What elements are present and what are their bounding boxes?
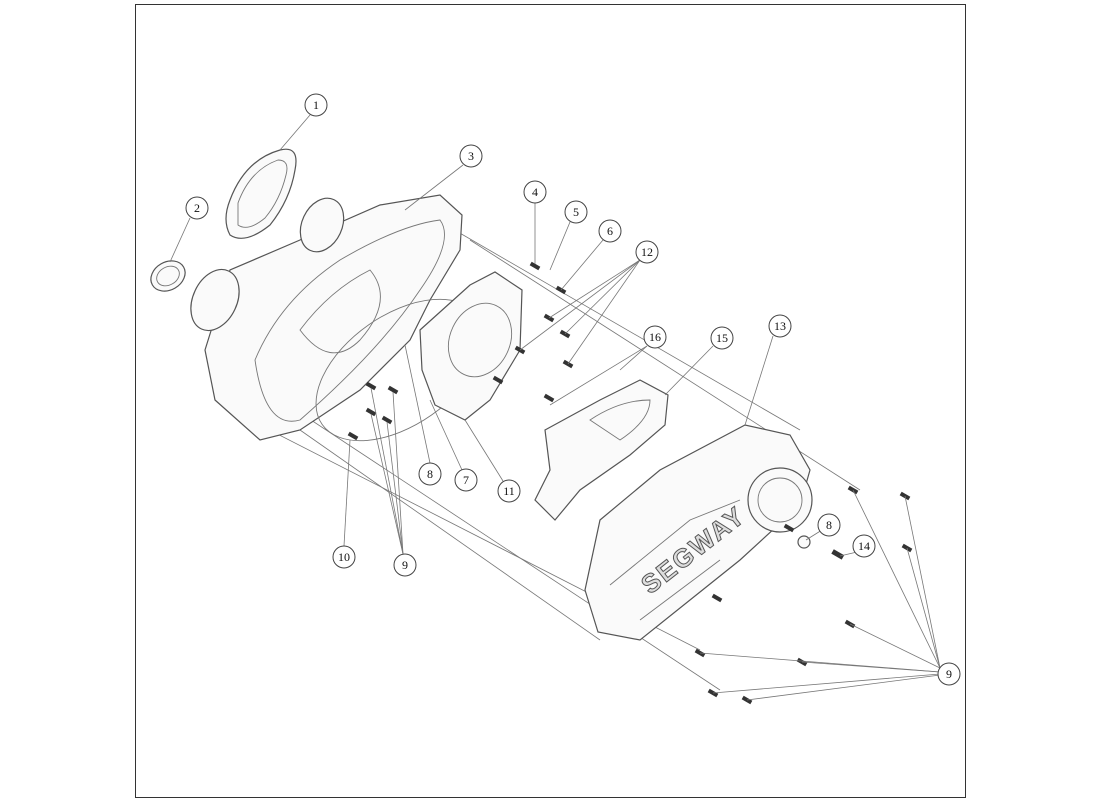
svg-text:10: 10 [338, 550, 350, 564]
middle-plate [419, 271, 523, 421]
callout-9-right: 9 [937, 662, 961, 686]
belt-guide [534, 379, 669, 521]
callouts: 1 2 3 4 5 6 12 16 15 13 8 7 11 10 9 8 14… [185, 93, 961, 686]
drawing-frame [135, 4, 966, 798]
leader-lines [169, 114, 941, 701]
svg-text:9: 9 [946, 667, 952, 681]
callout-12: 12 [635, 240, 659, 264]
callout-8-left: 8 [418, 462, 442, 486]
callout-5: 5 [564, 200, 588, 224]
svg-text:1: 1 [313, 98, 319, 112]
svg-text:11: 11 [503, 484, 515, 498]
callout-7: 7 [454, 468, 478, 492]
svg-text:8: 8 [427, 467, 433, 481]
svg-text:6: 6 [607, 224, 613, 238]
svg-text:12: 12 [641, 245, 653, 259]
callout-14: 14 [852, 534, 876, 558]
svg-text:13: 13 [774, 319, 786, 333]
callout-1: 1 [304, 93, 328, 117]
svg-text:8: 8 [826, 518, 832, 532]
callout-16: 16 [643, 325, 667, 349]
callout-3: 3 [459, 144, 483, 168]
svg-text:16: 16 [649, 330, 661, 344]
callout-6: 6 [598, 219, 622, 243]
callout-10: 10 [332, 545, 356, 569]
svg-text:7: 7 [463, 473, 469, 487]
callout-2: 2 [185, 196, 209, 220]
svg-text:14: 14 [858, 539, 870, 553]
gasket-small [150, 260, 186, 292]
svg-text:2: 2 [194, 201, 200, 215]
svg-text:3: 3 [468, 149, 474, 163]
callout-9-left: 9 [393, 553, 417, 577]
svg-text:4: 4 [532, 185, 538, 199]
svg-text:5: 5 [573, 205, 579, 219]
callout-13: 13 [768, 314, 792, 338]
callout-15: 15 [710, 326, 734, 350]
callout-4: 4 [523, 180, 547, 204]
callout-11: 11 [497, 479, 521, 503]
svg-text:15: 15 [716, 331, 728, 345]
gasket-large [225, 148, 297, 239]
callout-8-right: 8 [817, 513, 841, 537]
svg-text:9: 9 [402, 558, 408, 572]
outer-cover: SEGWAY [584, 424, 813, 641]
inner-housing [190, 194, 463, 441]
